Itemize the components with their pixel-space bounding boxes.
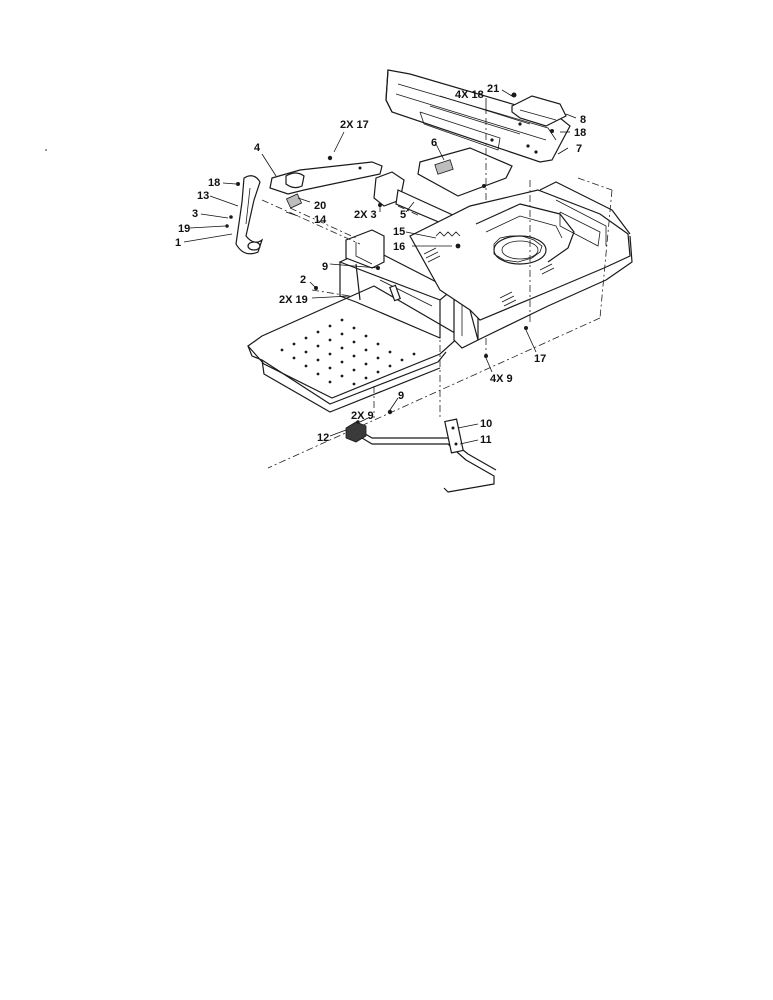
callout-9-lower: 9	[398, 390, 404, 402]
callout-15: 15	[393, 226, 405, 238]
callout-14: 14	[314, 214, 327, 226]
callout-8: 8	[580, 114, 586, 126]
callout-2x3: 2X 3	[354, 209, 377, 221]
callout-11: 11	[480, 434, 492, 446]
floor-perforations	[280, 318, 416, 386]
plate-part-6	[417, 147, 513, 197]
callout-2x9: 2X 9	[351, 410, 374, 422]
callout-2x17: 2X 17	[340, 119, 369, 131]
callout-6: 6	[431, 137, 437, 149]
callout-4x18: 4X 18	[455, 89, 484, 101]
callout-2x19: 2X 19	[279, 294, 308, 306]
bracket-part-8	[511, 92, 567, 127]
callout-18-left: 18	[208, 177, 220, 189]
leader-lines	[183, 89, 577, 445]
callout-labels: 2X 17 4X 18 21 8 18 7 4 6 18 13 20 3 2X …	[175, 83, 586, 446]
callout-21: 21	[487, 83, 499, 95]
callout-1: 1	[175, 237, 181, 249]
callout-20: 20	[314, 200, 326, 212]
callout-3: 3	[192, 208, 198, 220]
callout-18-top: 18	[574, 127, 586, 139]
callout-9-left: 9	[322, 261, 328, 273]
callout-17: 17	[534, 353, 546, 365]
callout-10: 10	[480, 418, 492, 430]
callout-7: 7	[576, 143, 582, 155]
lever-rod-parts-10-11-12	[345, 409, 497, 493]
callout-2: 2	[300, 274, 306, 286]
seat-bracket-part-1	[225, 175, 264, 255]
rear-panel-part-7	[385, 69, 571, 163]
callout-19: 19	[178, 223, 190, 235]
hatch-marks	[423, 247, 555, 307]
main-frame	[247, 118, 633, 469]
callout-12: 12	[317, 432, 329, 444]
callout-4: 4	[254, 142, 261, 154]
callout-5: 5	[400, 209, 406, 221]
callout-13: 13	[197, 190, 209, 202]
stray-mark	[45, 149, 47, 151]
callout-4x9: 4X 9	[490, 373, 513, 385]
bar-part-4	[269, 155, 383, 209]
callout-16: 16	[393, 241, 405, 253]
